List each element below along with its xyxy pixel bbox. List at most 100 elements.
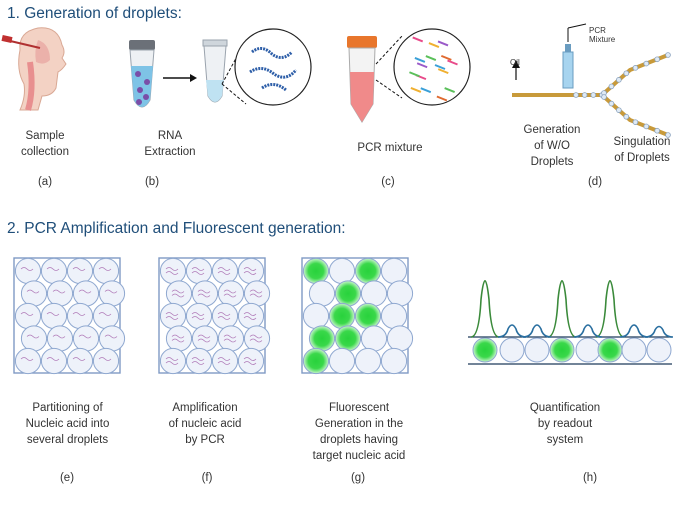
grid-partitioning-droplet-15	[98, 325, 126, 352]
grid-amplification-strand-0-1	[165, 271, 179, 275]
grid-amplification-strand-16-0	[165, 357, 179, 361]
grid-amplification-droplet-12	[165, 325, 193, 352]
grid-amplification-strand-6-0	[223, 289, 237, 294]
droplet-generation-illustration	[512, 23, 671, 138]
zoom-circle	[234, 28, 312, 106]
grid-partitioning-strand-3-0	[98, 267, 112, 271]
grid-amplification-strand-5-0	[197, 289, 211, 294]
cell-dot-2	[137, 87, 143, 93]
grid-partitioning-strand-18-0	[72, 357, 86, 361]
grid-amplification-strand-14-0	[223, 334, 237, 339]
caption-g: Fluorescent Generation in the droplets h…	[312, 402, 406, 462]
grid-partitioning-strand-10-0	[72, 312, 86, 316]
grid-fluorescent-droplet-14	[360, 325, 388, 352]
molecule-3	[444, 87, 456, 93]
grid-amplification-strand-7-1	[249, 293, 263, 298]
molecule-8	[437, 68, 449, 75]
readout-illustration	[468, 279, 674, 365]
grid-amplification-droplet-1	[185, 257, 213, 285]
grid-amplification-strand-18-0	[217, 357, 231, 361]
peak-green-3	[595, 279, 625, 338]
grid-amplification-strand-12-0	[171, 334, 185, 339]
falcon-cap	[347, 36, 377, 48]
readout-droplet-3	[549, 337, 575, 363]
label-pcr-mixture: PCR Mixture	[589, 26, 616, 44]
grid-partitioning-strand-8-0	[20, 312, 34, 316]
droplet-lower-7	[665, 132, 671, 138]
molecule-9	[409, 71, 420, 78]
readout-droplet-1	[499, 337, 525, 363]
grid-fluorescent-droplet-2	[354, 257, 382, 285]
grid-amplification-strand-1-1	[191, 271, 205, 275]
grid-amplification-strand-9-0	[191, 312, 205, 316]
molecule-10	[437, 40, 449, 47]
grid-amplification-strand-15-1	[249, 338, 263, 343]
droplet-upper-2	[616, 77, 622, 83]
grid-partitioning-droplet-13	[46, 325, 74, 352]
grid-fluorescent-droplet-7	[386, 280, 414, 307]
molecule-14	[410, 86, 422, 93]
molecule-12	[414, 57, 426, 63]
droplet-main-2	[590, 92, 597, 98]
letter-a: (a)	[37, 176, 53, 188]
grid-amplification-strand-15-0	[249, 334, 263, 339]
grid-fluorescent-droplet-3	[380, 257, 408, 285]
arrow-head	[190, 74, 197, 82]
falcon-liquid	[350, 72, 374, 122]
grid-fluorescent-droplet-9	[328, 302, 356, 330]
head-shape	[18, 27, 67, 111]
grid-fluorescent-droplet-19	[380, 347, 408, 375]
grid-fluorescent-droplet-17	[328, 347, 356, 375]
grid-fluorescent-droplet-0	[302, 257, 330, 285]
caption-e: Partitioning of Nucleic acid into severa…	[25, 402, 110, 446]
grid-amplification-droplet-15	[243, 325, 271, 352]
molecule-7	[412, 36, 424, 43]
droplet-main-0	[573, 92, 579, 98]
grid-partitioning-strand-2-0	[72, 267, 86, 271]
readout-droplet-4	[575, 337, 601, 363]
grid-partitioning-strand-15-0	[104, 334, 118, 339]
grid-partitioning-droplet-10	[66, 302, 94, 330]
cell-dot-4	[136, 99, 142, 105]
grid-partitioning-strand-11-0	[98, 312, 112, 316]
cell-dot-1	[144, 79, 150, 85]
grid-partitioning-droplet-6	[72, 280, 100, 307]
rna-strand-3	[261, 83, 287, 92]
grid-amplification-strand-14-1	[223, 338, 237, 343]
letter-c: (c)	[381, 176, 395, 188]
caption-f: Amplification of nucleic acid by PCR	[168, 402, 242, 446]
grid-fluorescent-droplet-10	[354, 302, 382, 330]
grid-amplification-strand-18-1	[217, 361, 231, 365]
caption-d-singulation: Singulation of Droplets	[613, 136, 671, 164]
grid-amplification-strand-9-1	[191, 316, 205, 320]
grid-amplification-droplet-4	[165, 280, 193, 307]
sample-collection-illustration	[1, 27, 67, 111]
peak-green-1	[470, 279, 500, 338]
grid-partitioning-strand-12-0	[26, 334, 40, 339]
grid-fluorescent-droplet-13	[334, 325, 362, 352]
grid-amplification-droplet-8	[159, 302, 187, 330]
molecule-4	[416, 62, 428, 69]
grid-amplification-strand-4-1	[171, 293, 185, 298]
caption-a: Sample collection	[21, 130, 69, 158]
grid-amplification-droplet-19	[237, 347, 265, 375]
grid-partitioning-droplet-12	[20, 325, 48, 352]
grid-amplification-strand-8-0	[165, 312, 179, 316]
nasal-cavity	[35, 40, 50, 64]
grid-fluorescent-droplet-16	[302, 347, 330, 375]
droplet-upper-3	[623, 70, 630, 77]
grid-partitioning-strand-17-0	[46, 357, 60, 361]
molecule-13	[447, 59, 458, 66]
grid-amplification-droplet-13	[191, 325, 219, 352]
pcr-mixture-illustration	[347, 28, 471, 123]
caption-h: Quantification by readout system	[529, 402, 601, 446]
grid-fluorescent-droplet-8	[302, 302, 330, 330]
grid-amplification-strand-0-0	[165, 267, 179, 271]
molecule-15	[425, 55, 437, 62]
grid-amplification-strand-11-0	[243, 312, 257, 316]
grid-partitioning-droplet-1	[40, 257, 68, 285]
grid-partitioning-droplet-3	[92, 257, 120, 285]
caption-b: RNA Extraction	[144, 130, 196, 158]
